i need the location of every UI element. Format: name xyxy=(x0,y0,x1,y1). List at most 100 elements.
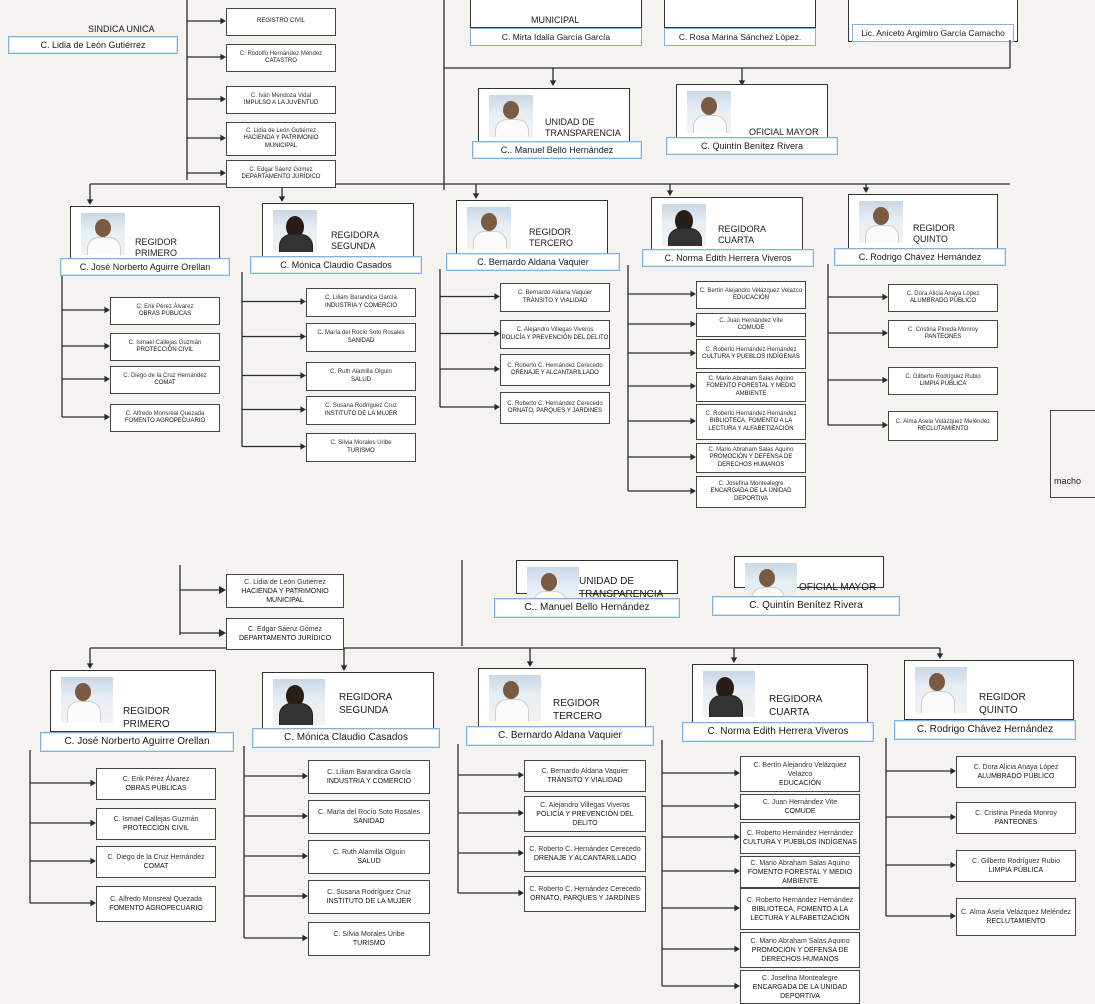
arrow-head xyxy=(86,663,94,669)
sub-box-dept: PANTEONES xyxy=(994,819,1038,826)
sub-box-dept: BIBLIOTECA, FOMENTO A LA LECTURA Y ALFAB… xyxy=(708,418,794,432)
sub-box-person: C. Alma Asela Velázquez Meléndez xyxy=(960,909,1072,916)
sub-box-dept: ALUMBRADO PÚBLICO xyxy=(909,298,976,304)
sub-box-dept: COMAT xyxy=(143,863,169,870)
sub-box-dept: INDUSTRIA Y COMERCIO xyxy=(326,778,412,785)
official-title: REGIDOR QUINTO xyxy=(979,692,1026,716)
sub-box-dept: PROMOCIÓN Y DEFENSA DE DERECHOS HUMANOS xyxy=(751,946,849,963)
sub-box-person: C. Roberto C. Hernández Cerecedo xyxy=(507,362,603,369)
official-title: REGIDORA SEGUNDA xyxy=(331,230,380,251)
sub-box-dept: CULTURA Y PUEBLOS INDÍGENAS xyxy=(702,354,800,360)
official-title: UNIDAD DE TRANSPARENCIA xyxy=(579,576,664,600)
official-card: REGIDOR PRIMERO xyxy=(50,670,216,732)
official-name: C. Norma Edith Herrera Viveros xyxy=(682,722,874,742)
top-name-1: C. Mirta Idalia García García xyxy=(470,28,642,46)
official-name: C. Rodrigo Chávez Hernández xyxy=(834,248,1006,266)
sub-box-dept: HACIENDA Y PATRIMONIO MUNICIPAL xyxy=(241,587,329,604)
official-title: REGIDORA CUARTA xyxy=(718,224,767,245)
sub-box-person: C. Lidia de León Gutiérrez xyxy=(244,578,326,586)
official-photo xyxy=(489,95,533,137)
official-photo xyxy=(61,677,113,723)
sub-box-person: C. Susana Rodríguez Cruz xyxy=(327,889,411,896)
sub-box-dept: PROTECCIÓN CIVIL xyxy=(122,825,190,832)
official-title: REGIDOR TERCERO xyxy=(529,227,574,248)
sub-box-person: C. Diego de la Cruz Hernández xyxy=(107,854,205,861)
sub-box-person: C. Alfredo Monsreal Quezada xyxy=(125,410,205,417)
sub-box-person: C. Bertín Alejandro Velázquez Velazco xyxy=(753,761,847,778)
official-title: REGIDOR PRIMERO xyxy=(135,237,178,258)
sub-box-person: C. Juan Hernández Vite xyxy=(762,799,838,806)
sub-box-person: C. Cristina Pineda Monroy xyxy=(975,810,1057,817)
arrow-head xyxy=(340,665,348,671)
sub-box-dept: COMUDE xyxy=(737,325,765,331)
sub-box-dept: TRÁNSITO Y VIALIDAD xyxy=(547,777,623,784)
sub-box-person: C. Susana Rodríguez Cruz xyxy=(325,403,397,409)
sub-box-dept: TURISMO xyxy=(352,940,386,947)
sub-box-dept: LIMPIA PÚBLICA xyxy=(988,867,1044,874)
arrow-head xyxy=(526,661,534,667)
sub-box-dept: PANTEONES xyxy=(924,334,962,340)
sub-box-person: C. Josefina Montealegre xyxy=(718,480,784,487)
sub-box-dept: SALUD xyxy=(357,858,381,865)
official-name: C. Bernardo Aldana Vaquier xyxy=(466,726,654,746)
official-name: C. Rodrigo Chávez Hernández xyxy=(894,720,1076,740)
sub-box-person: C. Josefina Montealegre xyxy=(762,974,838,982)
sub-box-dept: FOMENTO AGROPECUARIO xyxy=(109,905,203,912)
sub-box-person: C. Cristina Pineda Monroy xyxy=(907,326,979,333)
sub-box-person: C. Liliam Barandica García xyxy=(327,769,411,776)
sub-box-dept: COMAT xyxy=(154,380,176,386)
official-name: C. José Norberto Aguirre Orellan xyxy=(40,732,234,752)
sub-box-dept: HACIENDA Y PATRIMONIO MUNICIPAL xyxy=(243,135,319,149)
top-name-3: Lic. Aniceto Argimiro García Camacho xyxy=(852,24,1014,42)
sub-box-dept: CATASTRO xyxy=(265,58,297,64)
sub-box-person: C. Edgar Sáenz Gómez xyxy=(248,626,322,633)
official-photo xyxy=(273,210,317,252)
right-cut-text: macho xyxy=(1054,476,1082,486)
sub-box-dept: RECLUTAMIENTO xyxy=(917,426,969,432)
sub-box-person: C. Alejandro Villegas Viveros xyxy=(516,327,594,333)
sub-box-person: C. Mario Abraham Salas Aquino xyxy=(750,937,850,945)
sub-box-person: C. Bertín Alejandro Velázquez Velazco xyxy=(699,287,803,294)
sindica-name: C. Lidia de León Gutiérrez xyxy=(8,36,178,54)
sub-box-person: C. Edgar Sáenz Gómez xyxy=(249,166,313,173)
sub-box-person: C. Liliam Barandica García xyxy=(325,295,397,301)
arrow-head xyxy=(862,187,870,193)
sub-box-person: C. Gilberto Rodríguez Rubio xyxy=(972,858,1060,865)
arrow-head xyxy=(86,199,94,205)
official-photo xyxy=(81,213,125,255)
official-title: OFICIAL MAYOR xyxy=(799,582,877,593)
official-title: OFICIAL MAYOR xyxy=(749,127,819,137)
official-title: REGIDOR PRIMERO xyxy=(123,706,170,730)
official-photo xyxy=(489,675,541,721)
sub-box-dept: SANIDAD xyxy=(347,337,375,344)
official-photo xyxy=(915,667,967,713)
official-photo xyxy=(859,201,903,243)
sub-box-person: C. Roberto Hernández Hernández xyxy=(746,896,854,904)
arrow-head xyxy=(549,80,557,86)
sub-box-person: C. Lidia de León Gutiérrez xyxy=(245,127,317,134)
